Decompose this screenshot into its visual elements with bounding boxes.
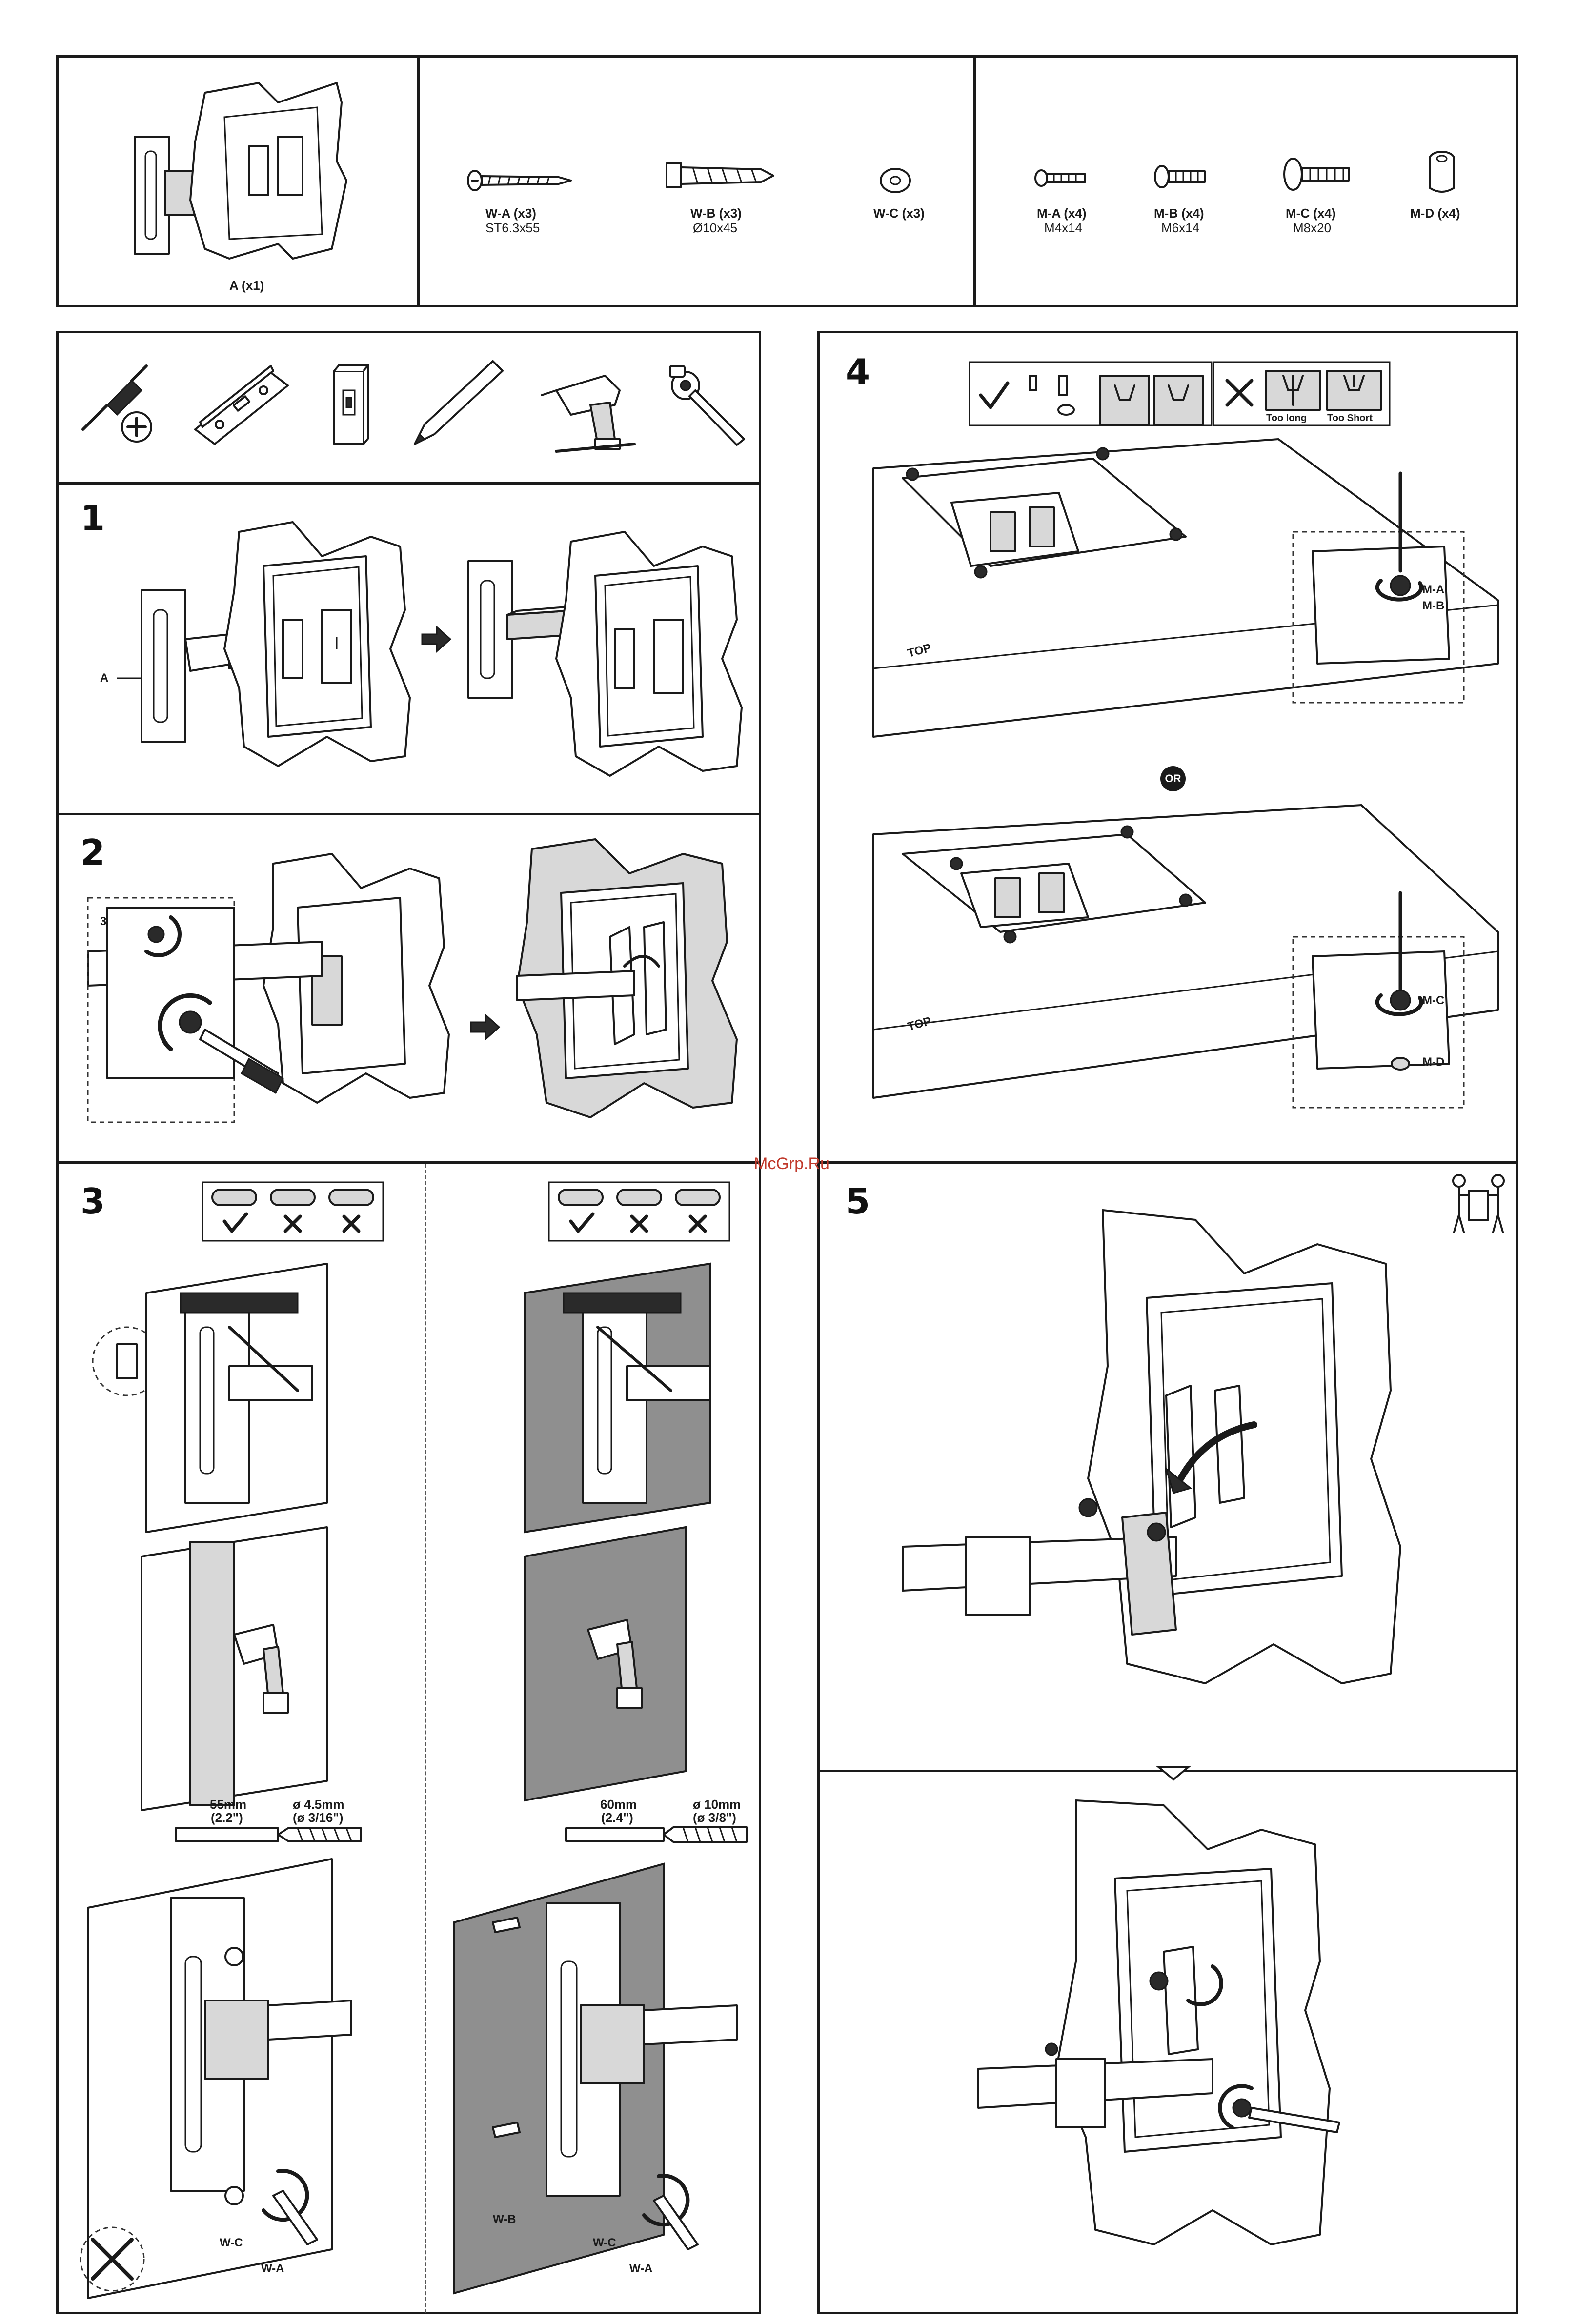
step4-correct-screws xyxy=(969,361,1213,427)
step3-number: 3 xyxy=(81,1181,105,1222)
pencil-icon xyxy=(405,356,507,454)
step3-wood-drill xyxy=(142,1527,346,1810)
step3-concrete-mount xyxy=(449,1864,742,2293)
ma-label: M-A (x4) xyxy=(1037,206,1087,221)
step5-number: 5 xyxy=(846,1181,870,1222)
step5-hang-illustration xyxy=(903,1205,1488,1752)
step2-loosen-detail xyxy=(88,849,468,1147)
level-icon xyxy=(190,366,293,449)
ma-spec: M4x14 xyxy=(1044,221,1082,236)
step4-mb-label: M-B xyxy=(1422,599,1444,613)
step1-bracket-extended xyxy=(459,503,751,795)
too-long-label: Too long xyxy=(1266,413,1307,424)
step1-part-label: A xyxy=(100,671,108,685)
or-badge: OR xyxy=(1160,766,1186,791)
watermark: McGrp.Ru xyxy=(754,1154,829,1173)
wa-label: W-A (x3) xyxy=(485,206,536,221)
concrete-wa-label: W-A xyxy=(629,2262,653,2276)
wc-label: W-C (x3) xyxy=(873,206,925,221)
step4-monitor-a xyxy=(873,439,1498,761)
wood-wc-label: W-C xyxy=(220,2236,243,2250)
wb-spec: Ø10x45 xyxy=(693,221,737,236)
step3-concrete-mark xyxy=(525,1264,729,1537)
screw-mb-icon xyxy=(1154,163,1208,190)
step3-wood-mark xyxy=(83,1264,376,1537)
wood-wa-label: W-A xyxy=(261,2262,284,2276)
spacer-md-icon xyxy=(1425,149,1459,198)
mc-label: M-C (x4) xyxy=(1286,206,1336,221)
washer-wc-icon xyxy=(878,166,912,195)
step5-tighten-illustration xyxy=(978,1796,1378,2298)
socket-wrench-icon xyxy=(661,361,749,449)
step2-arrow-icon xyxy=(471,1015,500,1039)
step1-bracket-folded xyxy=(117,503,420,795)
drill-icon xyxy=(542,356,644,454)
screw-ma-icon xyxy=(1034,168,1088,188)
screw-mc-icon xyxy=(1283,156,1352,193)
step3-concrete-drill xyxy=(525,1527,729,1800)
bracket-a-label: A (x1) xyxy=(229,278,264,293)
step3-divider xyxy=(425,1164,426,2313)
mc-spec: M8x20 xyxy=(1293,221,1331,236)
mb-label: M-B (x4) xyxy=(1154,206,1204,221)
tools-divider xyxy=(56,482,761,485)
parts-divider-1 xyxy=(417,55,420,307)
wa-spec: ST6.3x55 xyxy=(485,221,540,236)
md-label: M-D (x4) xyxy=(1410,206,1460,221)
step3-concrete-bit xyxy=(566,1822,751,1847)
step4-ma-label: M-A xyxy=(1422,583,1444,597)
step4-monitor-b xyxy=(873,805,1498,1127)
concrete-wc-label: W-C xyxy=(593,2236,616,2250)
step1-divider xyxy=(56,813,761,815)
concrete-wb-label: W-B xyxy=(493,2213,516,2226)
step3-level-check-concrete xyxy=(546,1180,732,1243)
step1-number: 1 xyxy=(81,498,105,539)
step3-wood-mount xyxy=(78,1859,351,2298)
anchor-wb-icon xyxy=(664,159,776,193)
screwdriver-icon xyxy=(73,361,166,449)
step4-md-label: M-D xyxy=(1422,1055,1444,1069)
step3-wood-bit xyxy=(176,1822,371,1847)
stud-finder-icon xyxy=(324,361,373,449)
wb-label: W-B (x3) xyxy=(690,206,742,221)
bracket-a-illustration xyxy=(132,73,346,278)
step4-divider xyxy=(817,1161,1518,1164)
step4-number: 4 xyxy=(846,351,870,392)
step5-divider-notch xyxy=(1159,1767,1188,1782)
step2-divider xyxy=(56,1161,761,1164)
step3-level-check-wood xyxy=(200,1180,385,1243)
step4-mc-label: M-C xyxy=(1422,994,1444,1008)
parts-divider-2 xyxy=(973,55,976,307)
step1-arrow-icon xyxy=(422,627,451,651)
mb-spec: M6x14 xyxy=(1161,221,1199,236)
step2-hook-plate xyxy=(517,829,747,1142)
screw-wa-icon xyxy=(466,168,573,193)
too-short-label: Too Short xyxy=(1327,413,1373,424)
